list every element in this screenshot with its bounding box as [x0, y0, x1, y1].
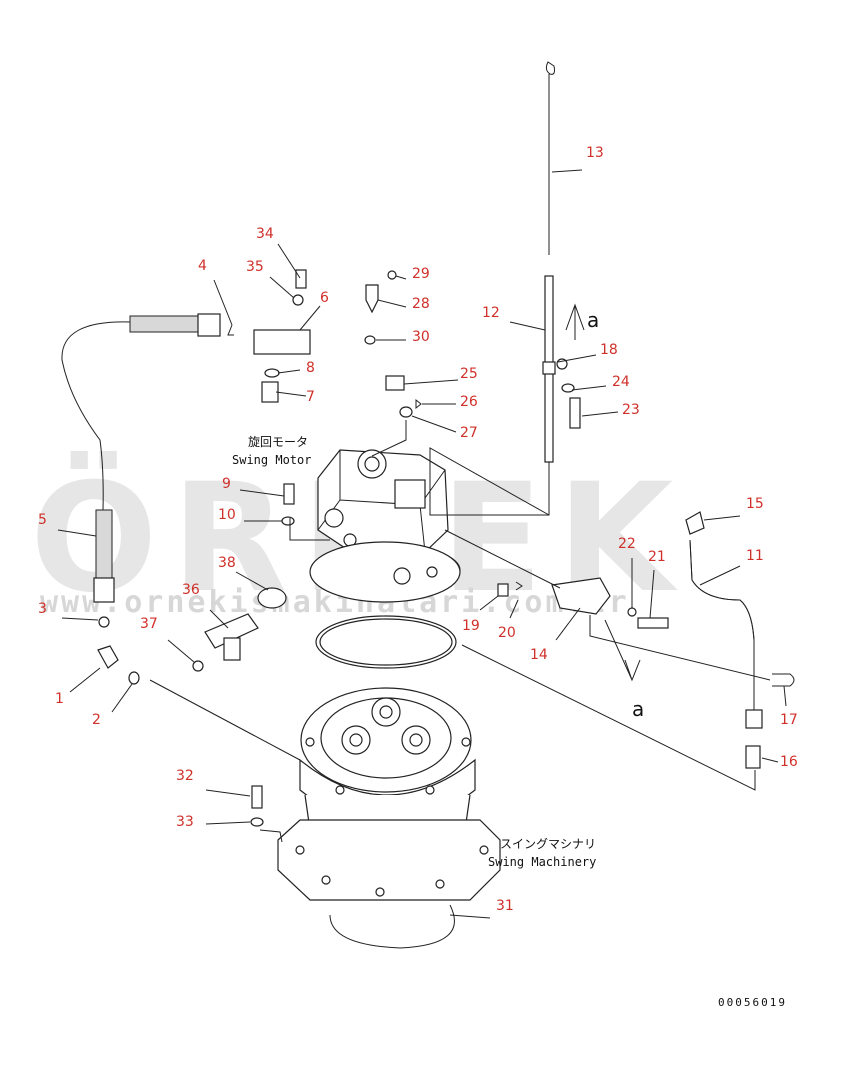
- callout-15: 15: [746, 496, 764, 512]
- swing-machinery-label-jp: スイングマシナリ: [500, 837, 596, 851]
- callout-12: 12: [482, 305, 500, 321]
- callout-2: 2: [92, 712, 101, 728]
- callout-26: 26: [460, 394, 478, 410]
- callout-30: 30: [412, 329, 430, 345]
- callout-leaders: [57, 169, 787, 919]
- callout-11: 11: [746, 548, 764, 564]
- callout-numbers: 1 2 3 4 5 6 7 8 9 10 11 12 13 14 15 16 1…: [38, 145, 798, 914]
- callout-37: 37: [140, 616, 158, 632]
- callout-9: 9: [222, 476, 231, 492]
- callout-16: 16: [780, 754, 798, 770]
- swing-machinery-label-en: Swing Machinery: [488, 855, 596, 869]
- callout-17: 17: [780, 712, 798, 728]
- callout-6: 6: [320, 290, 329, 306]
- o-ring-bottom: [329, 904, 455, 949]
- callout-22: 22: [618, 536, 636, 552]
- callout-36: 36: [182, 582, 200, 598]
- callout-34: 34: [256, 226, 274, 242]
- hose-5: [61, 313, 221, 603]
- callout-10: 10: [218, 507, 236, 523]
- text-labels: 旋回モータ Swing Motor スイングマシナリ Swing Machine…: [232, 308, 787, 1009]
- callout-23: 23: [622, 402, 640, 418]
- small-parts: [97, 269, 795, 827]
- callout-19: 19: [462, 618, 480, 634]
- swing-motor-label-en: Swing Motor: [232, 453, 311, 467]
- callout-33: 33: [176, 814, 194, 830]
- callout-8: 8: [306, 360, 315, 376]
- callout-13: 13: [586, 145, 604, 161]
- swing-motor: [309, 449, 461, 603]
- swing-machinery: [277, 687, 501, 901]
- callout-28: 28: [412, 296, 430, 312]
- callout-32: 32: [176, 768, 194, 784]
- callout-20: 20: [498, 625, 516, 641]
- callout-4: 4: [198, 258, 207, 274]
- callout-3: 3: [38, 601, 47, 617]
- o-ring-motor-inner: [319, 618, 453, 666]
- callout-27: 27: [460, 425, 478, 441]
- view-a-label-bottom: a: [632, 697, 644, 721]
- callout-14: 14: [530, 647, 548, 663]
- view-a-label-top: a: [587, 308, 599, 332]
- callout-1: 1: [55, 691, 64, 707]
- callout-25: 25: [460, 366, 478, 382]
- callout-29: 29: [412, 266, 430, 282]
- callout-31: 31: [496, 898, 514, 914]
- callout-5: 5: [38, 512, 47, 528]
- callout-21: 21: [648, 549, 666, 565]
- drawing-code: 00056019: [718, 996, 787, 1009]
- swing-motor-label-jp: 旋回モータ: [248, 435, 308, 449]
- leader-lines: [149, 420, 771, 843]
- callout-7: 7: [306, 389, 315, 405]
- callout-24: 24: [612, 374, 630, 390]
- callout-38: 38: [218, 555, 236, 571]
- dipstick-assembly: [542, 61, 585, 463]
- callout-35: 35: [246, 259, 264, 275]
- callout-18: 18: [600, 342, 618, 358]
